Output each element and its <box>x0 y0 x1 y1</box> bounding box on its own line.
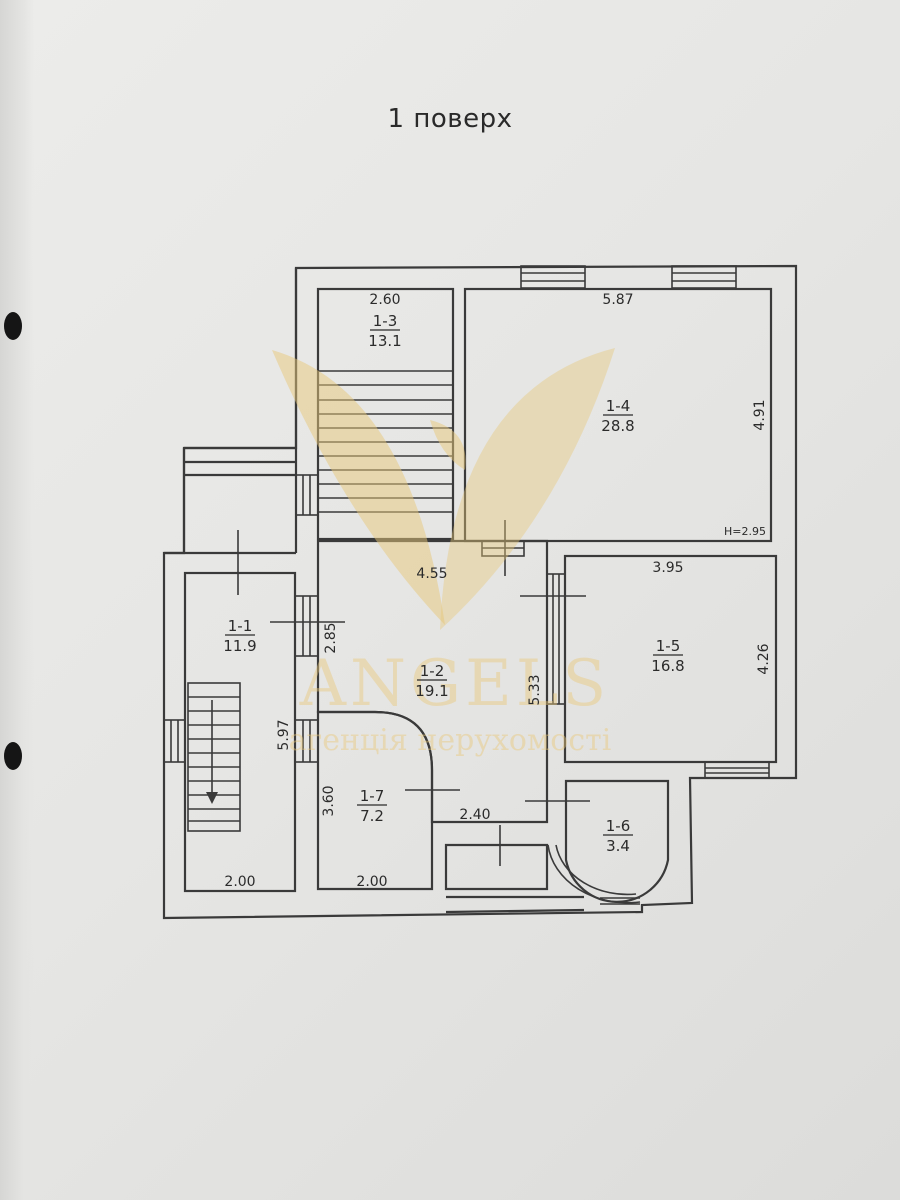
dim-1-2-depth: 5.33 <box>527 674 543 705</box>
dim-1-4-depth: 4.91 <box>752 399 768 430</box>
watermark-bud-icon <box>430 420 466 470</box>
outer-walls <box>162 264 798 920</box>
watermark-brand: ANGELS <box>299 647 610 721</box>
room-1-3-area: 13.1 <box>368 332 401 350</box>
dimension-labels: 2.60 5.87 4.91 H=2.95 4.55 2.85 5.33 3.9… <box>224 292 772 890</box>
room-1-3-id: 1-3 <box>373 312 398 330</box>
dim-1-3-width: 2.60 <box>369 292 400 308</box>
door-markers <box>237 520 590 866</box>
stairs-1-1 <box>187 682 241 832</box>
punch-hole-top <box>4 312 22 340</box>
room-1-4-id: 1-4 <box>606 397 631 415</box>
room-1-5-id: 1-5 <box>656 637 681 655</box>
room-labels: 1-3 13.1 1-4 28.8 1-5 16.8 1-1 11.9 1-2 … <box>223 312 684 855</box>
dim-1-1-depth: 5.97 <box>276 719 292 750</box>
watermark-leaf-left-icon <box>272 350 445 625</box>
room-1-1-area: 11.9 <box>223 637 256 655</box>
room-1-5-area: 16.8 <box>651 657 684 675</box>
dim-1-7-depth: 3.60 <box>321 785 337 816</box>
dim-1-7-width: 2.00 <box>356 874 387 890</box>
punch-hole-bottom <box>4 742 22 770</box>
room-1-1-id: 1-1 <box>228 617 253 635</box>
watermark-leaf-right-icon <box>440 348 615 630</box>
watermark-tagline: агенція нерухомості <box>289 723 612 758</box>
room-1-4-area: 28.8 <box>601 417 634 435</box>
ceiling-height: H=2.95 <box>724 525 766 538</box>
room-1-6-area: 3.4 <box>606 837 630 855</box>
dim-1-5-depth: 4.26 <box>756 643 772 674</box>
room-1-7-area: 7.2 <box>360 807 384 825</box>
room-1-2-area: 19.1 <box>415 682 448 700</box>
dim-1-2-width: 4.55 <box>416 566 447 582</box>
watermark: ANGELS агенція нерухомості <box>272 348 615 758</box>
page-title: 1 поверх <box>387 104 513 134</box>
dim-1-2-short: 2.85 <box>323 622 339 653</box>
dim-1-5-width: 3.95 <box>652 560 683 576</box>
room-1-6-id: 1-6 <box>606 817 631 835</box>
room-1-2-id: 1-2 <box>420 662 445 680</box>
dim-1-4-width: 5.87 <box>602 292 633 308</box>
dim-1-1-width: 2.00 <box>224 874 255 890</box>
room-1-7-id: 1-7 <box>360 787 385 805</box>
dim-1-2-bottom: 2.40 <box>459 807 490 823</box>
sheet-edge <box>0 0 34 1200</box>
